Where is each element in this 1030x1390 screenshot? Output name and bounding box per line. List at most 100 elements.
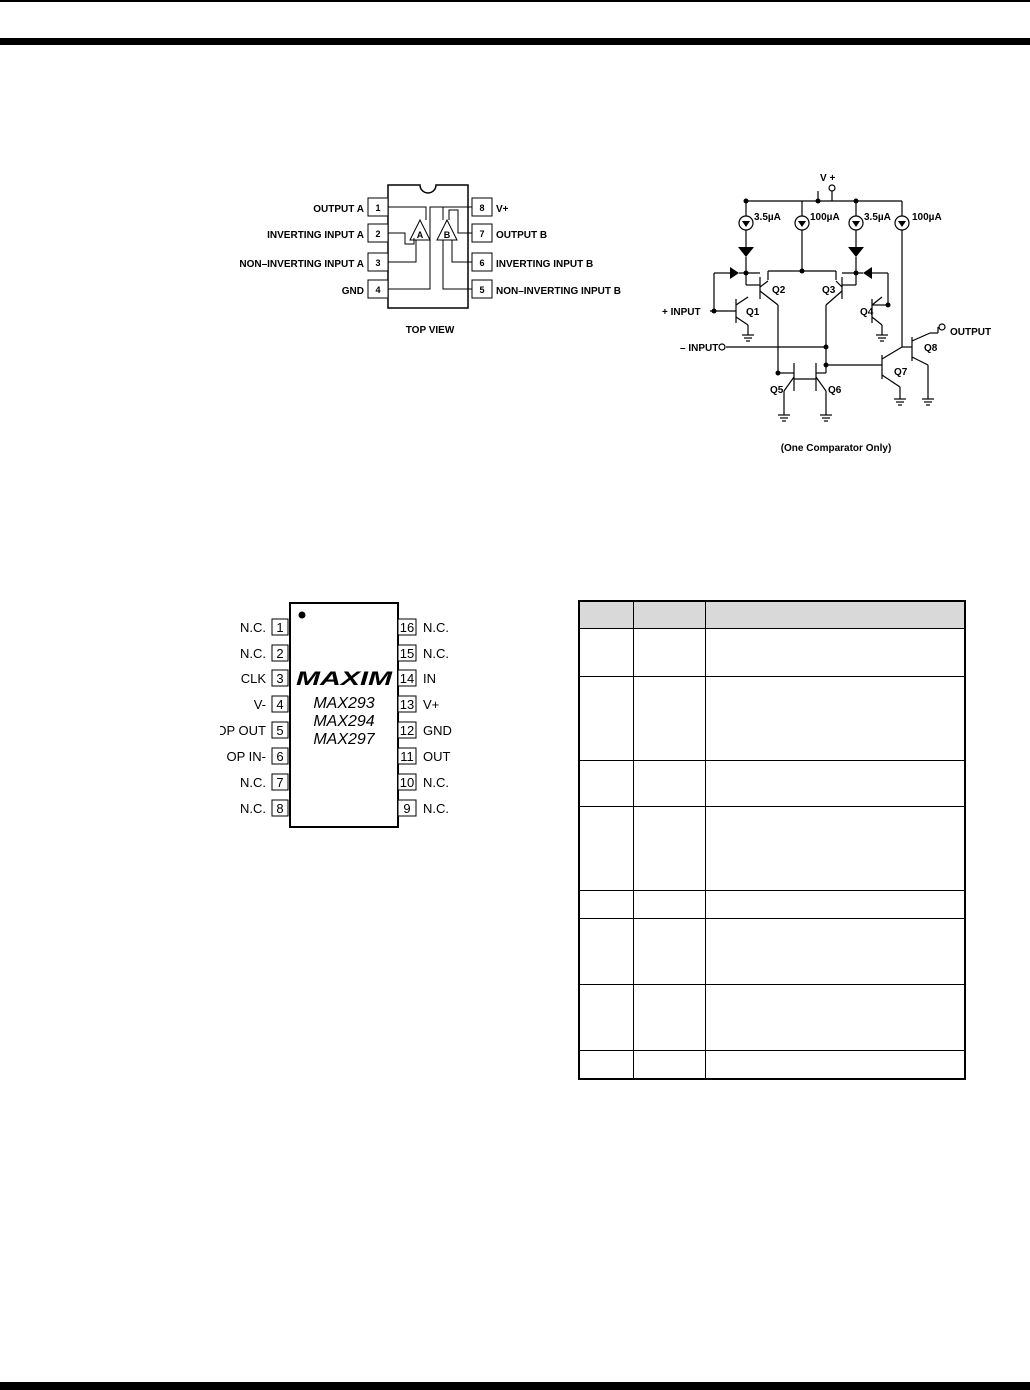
table-cell — [632, 806, 706, 891]
vplus-label: V + — [820, 173, 835, 184]
dip16-pin-num: 14 — [400, 671, 414, 686]
table-cell — [704, 890, 966, 919]
dip16-pin-num: 11 — [400, 749, 414, 764]
table-cell — [578, 918, 634, 985]
table-row — [578, 890, 966, 919]
dip8-pin-num: 5 — [479, 285, 484, 295]
dip16-pin-num: 10 — [400, 775, 414, 790]
dip16-pin-num: 4 — [276, 697, 283, 712]
table-cell — [632, 676, 706, 761]
transistor-label: Q8 — [924, 343, 938, 354]
dip8-pin-num: 7 — [479, 229, 484, 239]
dip16-pin-num: 3 — [276, 671, 283, 686]
dip16-pin-num: 16 — [400, 620, 414, 635]
comparator-b-label: B — [444, 230, 451, 240]
table-cell — [704, 1050, 966, 1079]
dip16-pin-label: N.C. — [423, 646, 449, 661]
table-cell — [578, 628, 634, 677]
table-cell — [632, 890, 706, 919]
dip16-pin-label: OUT — [423, 749, 451, 764]
current-source-label: 100µA — [810, 212, 840, 223]
dip16-pin-label: N.C. — [423, 775, 449, 790]
table-row — [578, 1050, 966, 1079]
transistor-label: Q7 — [894, 367, 908, 378]
pin1-marker — [298, 611, 306, 619]
dip8-pin-num: 4 — [375, 285, 380, 295]
dip16-pin-label: N.C. — [240, 801, 266, 816]
transistor-label: Q2 — [772, 285, 786, 296]
transistor-label: Q5 — [770, 385, 784, 396]
table-cell — [704, 918, 966, 985]
table-cell — [578, 984, 634, 1051]
part-number: MAX294 — [313, 713, 374, 730]
minus-input-label: – INPUT — [680, 343, 718, 354]
dip16-pin-label: N.C. — [423, 801, 449, 816]
table-cell — [704, 760, 966, 807]
dip16-pin-label: V- — [254, 697, 266, 712]
table-cell — [578, 676, 634, 761]
dip8-pin-label: V+ — [496, 204, 509, 215]
dip16-pin-label: N.C. — [423, 620, 449, 635]
dip8-pin-num: 3 — [375, 258, 380, 268]
current-source-label: 3.5µA — [754, 212, 781, 223]
comparator-schematic: V + 3.5µA 100µA 3.5µA 100µA + INPUT – IN… — [650, 165, 1020, 460]
dip8-pin-num: 8 — [479, 203, 484, 213]
dip16-pin-num: 7 — [276, 775, 283, 790]
table-cell — [578, 1050, 634, 1079]
table-row — [578, 760, 966, 807]
dip16-pin-label: OP OUT — [220, 723, 266, 738]
table-header-cell — [704, 600, 966, 629]
dip8-pin-num: 6 — [479, 258, 484, 268]
table-cell — [704, 676, 966, 761]
table-row — [578, 676, 966, 761]
dip8-pin-label: OUTPUT A — [313, 204, 364, 215]
table-cell — [578, 890, 634, 919]
dip16-pin-label: N.C. — [240, 646, 266, 661]
dip16-pin-num: 12 — [400, 723, 414, 738]
maxim-logo: MAXIM — [296, 669, 394, 690]
dip16-pin-num: 2 — [276, 646, 283, 661]
footer-rule — [0, 1382, 1030, 1390]
table-cell — [578, 760, 634, 807]
dip16-pin-num: 8 — [276, 801, 283, 816]
table-cell — [632, 918, 706, 985]
dip16-pin-num: 15 — [400, 646, 414, 661]
dip8-pin-label: GND — [342, 286, 364, 297]
dip8-pin-num: 2 — [375, 229, 380, 239]
table-row — [578, 628, 966, 677]
table-cell — [704, 984, 966, 1051]
dip16-pin-label: N.C. — [240, 620, 266, 635]
dip16-pin-label: GND — [423, 723, 452, 738]
table-row — [578, 806, 966, 891]
table-header-cell — [578, 600, 634, 629]
dip16-pin-label: OP IN- — [227, 749, 267, 764]
dip16-pin-num: 5 — [276, 723, 283, 738]
comparator-b-symbol — [436, 218, 458, 241]
transistor-label: Q4 — [860, 307, 874, 318]
dip8-caption: TOP VIEW — [406, 325, 455, 336]
transistor-label: Q6 — [828, 385, 842, 396]
table-row — [578, 918, 966, 985]
header-rule-thin — [0, 0, 1030, 2]
table-cell — [632, 760, 706, 807]
transistor-label: Q1 — [746, 307, 760, 318]
dip8-pin-num: 1 — [375, 203, 380, 213]
dip16-pin-num: 6 — [276, 749, 283, 764]
dip8-pin-label: OUTPUT B — [496, 230, 547, 241]
table-header-row — [578, 600, 966, 629]
output-label: OUTPUT — [950, 327, 991, 338]
dip8-pin-label: NON–INVERTING INPUT B — [496, 286, 621, 297]
dip8-pin-label: NON–INVERTING INPUT A — [239, 259, 364, 270]
table-header-cell — [632, 600, 706, 629]
dip16-pin-num: 9 — [403, 801, 410, 816]
table-row — [578, 984, 966, 1051]
table-cell — [578, 806, 634, 891]
part-number: MAX293 — [313, 695, 374, 712]
current-source-label: 3.5µA — [864, 212, 891, 223]
plus-input-label: + INPUT — [662, 307, 701, 318]
header-rule-thick — [0, 38, 1030, 45]
dip16-pin-label: V+ — [423, 697, 439, 712]
schematic-caption: (One Comparator Only) — [781, 443, 892, 454]
dip16-pinout-diagram: MAXIM MAX293 MAX294 MAX297 1 2 3 4 5 6 — [216, 595, 480, 835]
dip8-pinout-diagram: 1 2 3 4 8 7 6 5 OUTPUT A INVERTING INPUT… — [230, 180, 630, 345]
